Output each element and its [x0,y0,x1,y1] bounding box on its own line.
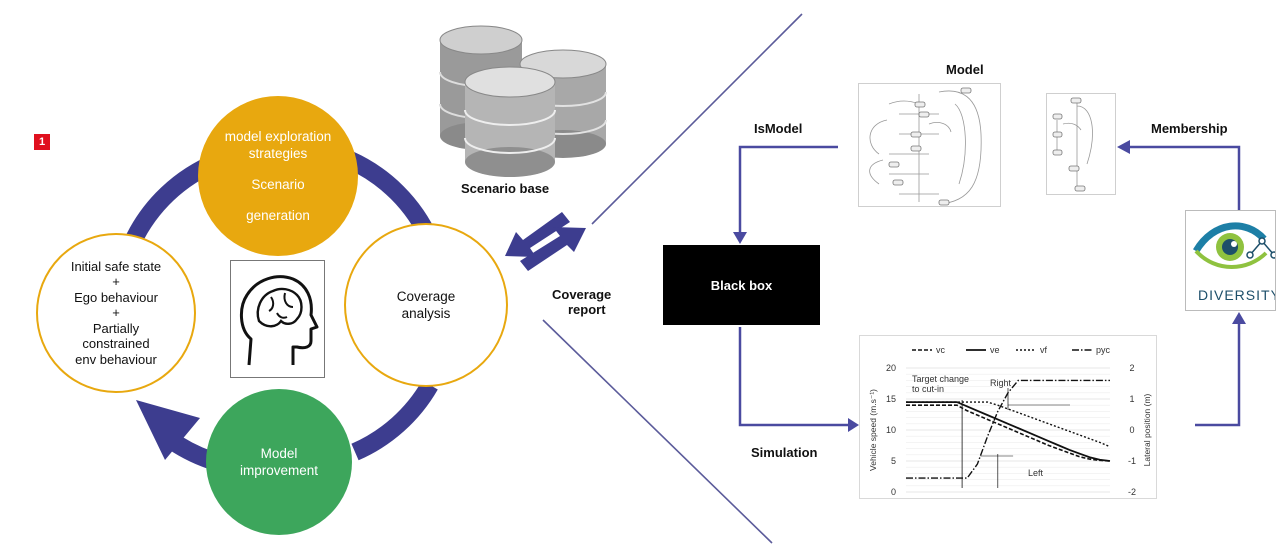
y-tick-label: 20 [886,363,896,373]
exploration-line2: strategies [248,146,308,161]
y-axis-label: Vehicle speed (m.s⁻¹) [868,389,878,471]
y-tick-label: 0 [891,487,896,497]
legend-label-ve: ve [990,345,1000,355]
initial-line5: Partially [92,320,140,336]
human-head-icon-frame [230,260,325,378]
flow-lines [738,145,1241,427]
simulation-label: Simulation [751,445,818,460]
coverage-analysis-circle: Coverage analysis [344,223,508,387]
membership-label: Membership [1151,121,1228,136]
sim-line [738,327,850,427]
y2-tick-label: -1 [1128,456,1136,466]
initial-line3: Ego behaviour [74,289,158,305]
y2-tick-label: 1 [1129,394,1134,404]
legend-label-vf: vf [1040,345,1048,355]
out-arrowhead [1232,312,1246,324]
model-label: Model [946,62,984,77]
annotation-target-2: to cut-in [912,384,944,394]
divider-lower [542,319,773,544]
y-tick-label: 5 [891,456,896,466]
database-icon [439,25,607,177]
black-box-label: Black box [710,277,773,293]
membership-arrowhead [1117,140,1130,154]
annotation-left: Left [1028,468,1044,478]
coverage-report-label-2: report [568,302,606,317]
initial-line1: Initial safe state [70,258,162,274]
series-line-ve [906,401,1111,462]
eye-network-icon [1193,222,1275,269]
black-box: Black box [663,245,820,325]
ismodel-label: IsModel [754,121,803,136]
scenario-line: Scenario [251,177,305,192]
series-line-vc [906,404,1111,462]
sim-arrowhead [848,418,859,432]
annotation-target-1: Target change [912,374,969,384]
exchange-arrows [505,212,586,271]
exploration-line1: model exploration [224,129,332,144]
improvement-line1: Model [260,446,298,461]
membership-graph [1046,93,1116,195]
coverage-report-label-1: Coverage [552,287,612,302]
initial-line6: constrained [82,336,150,352]
ring-arrowhead [136,400,200,460]
y2-tick-label: -2 [1128,487,1136,497]
flow-arrowheads [733,140,1246,432]
coverage-line2: analysis [401,306,451,321]
database-cylinder-front [464,66,556,177]
scenario-base-label: Scenario base [461,181,550,196]
y-tick-label: 15 [886,394,896,404]
initial-line2: + [112,274,120,290]
series-line-vf [906,401,1111,448]
y2-axis-label: Lateral position (m) [1142,393,1152,466]
y2-tick-label: 2 [1129,363,1134,373]
legend-label-pyc: pyc [1096,345,1111,355]
annotation-right: Right [990,378,1012,388]
initial-line7: env behaviour [75,351,157,367]
model-state-graph [869,87,982,206]
ismodel-arrowhead [733,232,747,244]
model-graph [858,83,1001,207]
y-tick-label: 10 [886,425,896,435]
legend-label-vc: vc [936,345,946,355]
initial-state-circle: Initial safe state + Ego behaviour + Par… [36,233,196,393]
y2-tick-label: 0 [1129,425,1134,435]
membership-line [1127,145,1241,210]
generation-line: generation [246,208,310,223]
step-badge: 1 [34,134,50,150]
membership-state-graph [1052,97,1093,192]
coverage-line1: Coverage [396,289,456,304]
improvement-line2: improvement [239,463,319,478]
divider-upper [591,13,803,225]
arrow-to-coverage [505,212,570,257]
exploration-strategies-circle: model exploration strategies Scenario ge… [198,96,358,256]
out-line [1195,322,1241,427]
arrow-to-scenario [520,227,586,271]
ismodel-line [738,145,838,236]
diversity-logo: DIVERSITY [1185,210,1276,311]
model-improvement-circle: Model improvement [206,389,352,535]
initial-line4: + [112,305,120,321]
ring-bottom-right [351,380,438,461]
diversity-wordmark: DIVERSITY [1198,287,1276,303]
human-head-icon [240,275,319,366]
